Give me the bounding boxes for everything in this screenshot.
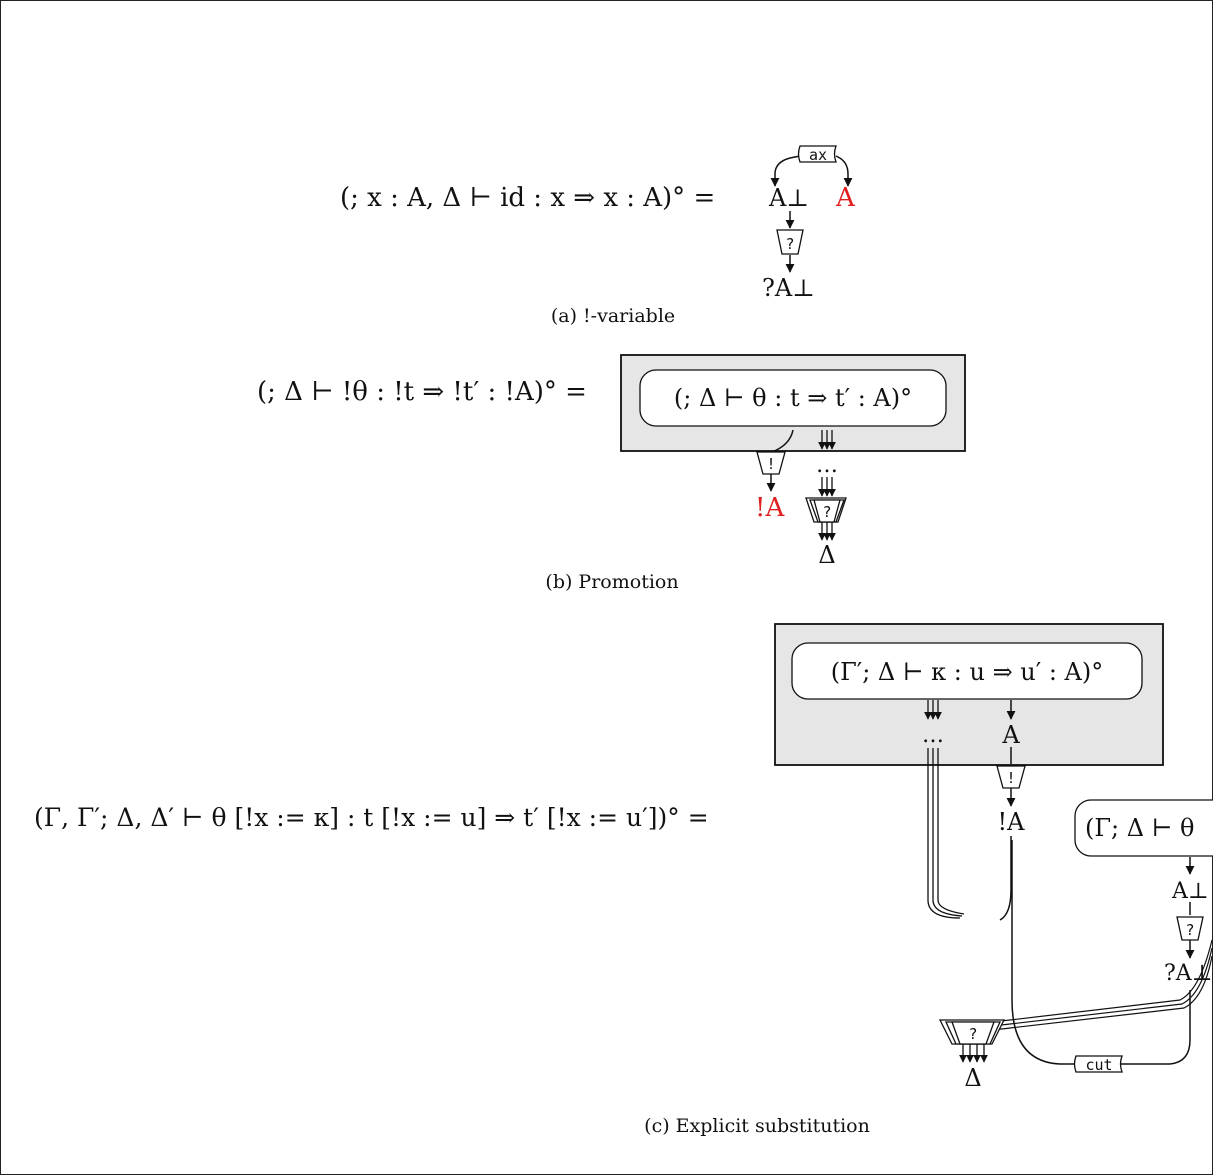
ax-wire-right: [835, 155, 853, 187]
right-box-label: (Γ; Δ ⊢ θ: [1085, 814, 1194, 842]
caption-a: (a) !-variable: [551, 305, 675, 327]
figure-b: (; Δ ⊢ !θ : !t ⇒ !t′ : !A)° = (; Δ ⊢ θ :…: [257, 354, 966, 593]
why-node-a: [776, 229, 804, 255]
ax-wire-left: [770, 155, 801, 187]
wire-bang-a-to-cut: [999, 836, 1012, 921]
why-label-a: ?: [785, 235, 794, 253]
formula-c: (Γ, Γ′; Δ, Δ′ ⊢ θ [!x := κ] : t [!x := u…: [34, 803, 709, 832]
node-why-a-perp: ?A⊥: [762, 274, 815, 302]
dots-b: …: [816, 453, 838, 478]
ax-node-shape: [797, 145, 837, 163]
ctx-long-wire-2: [932, 748, 963, 917]
box-out-a: A: [1001, 721, 1020, 749]
delta-c: Δ: [964, 1064, 981, 1092]
formula-b: (; Δ ⊢ !θ : !t ⇒ !t′ : !A)° =: [257, 377, 587, 407]
node-a-perp-c: A⊥: [1171, 879, 1209, 904]
right-ctx-wire-2: [987, 947, 1213, 1028]
why-label-c-left: ?: [968, 1025, 977, 1043]
cut-label: cut: [1085, 1056, 1112, 1074]
node-a-red: A: [835, 183, 856, 213]
box-label-b: (; Δ ⊢ θ : t ⇒ t′ : A)°: [674, 384, 912, 412]
why-node-c-left: [951, 1021, 995, 1045]
cut-node-shape: [1073, 1055, 1123, 1073]
why-label-c-right: ?: [1185, 921, 1194, 939]
ctx-long-wire-3: [937, 748, 965, 915]
why-node-b: [813, 499, 841, 523]
ctx-long-wire-1: [927, 748, 961, 919]
figure-c: (Γ, Γ′; Δ, Δ′ ⊢ θ [!x := κ] : t [!x := u…: [34, 623, 1213, 1137]
bang-label-b: !: [766, 455, 775, 473]
dots-c: …: [922, 723, 944, 748]
node-bang-a-b: !A: [755, 493, 785, 523]
box-label-c: (Γ′; Δ ⊢ κ : u ⇒ u′ : A)°: [831, 658, 1104, 686]
bang-node-b: [756, 451, 786, 475]
formula-a: (; x : A, Δ ⊢ id : x ⇒ x : A)° =: [340, 183, 715, 213]
why-node-c-right: [1176, 916, 1204, 941]
node-bang-a-c: !A: [998, 808, 1026, 836]
figure-a: (; x : A, Δ ⊢ id : x ⇒ x : A)° = ax A⊥ A…: [340, 145, 856, 327]
caption-c: (c) Explicit substitution: [644, 1115, 870, 1137]
node-a-perp: A⊥: [768, 184, 809, 212]
delta-b: Δ: [818, 541, 835, 569]
why-label-b: ?: [822, 503, 831, 521]
inner-net-b: [639, 369, 947, 427]
caption-b: (b) Promotion: [545, 571, 678, 593]
ax-label: ax: [809, 146, 827, 164]
bang-label-c: !: [1006, 769, 1015, 787]
bang-node-c: [996, 765, 1026, 789]
inner-net-c: [791, 642, 1143, 700]
right-net: [1074, 799, 1213, 857]
cut-wire: [1011, 840, 1191, 1065]
